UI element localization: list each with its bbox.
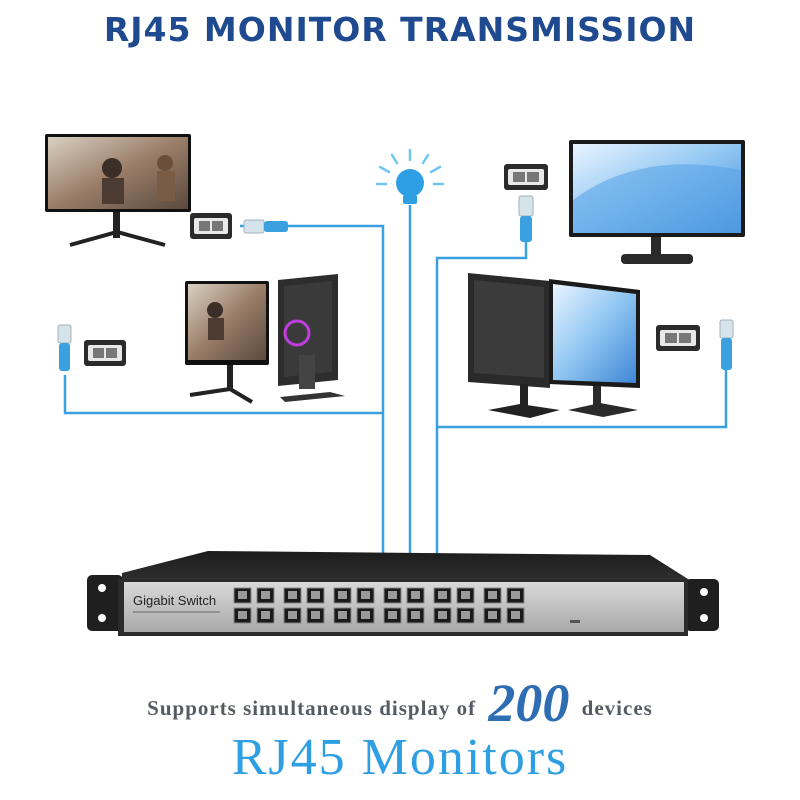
switch-port-contacts — [438, 591, 447, 599]
switch-port-contacts — [288, 611, 297, 619]
switch-port-contacts — [388, 611, 397, 619]
switch-port-contacts — [338, 591, 347, 599]
cable-mid-left — [63, 375, 383, 415]
switch-port-contacts — [488, 611, 497, 619]
switch-port-contacts — [238, 611, 247, 619]
switch-port-contacts — [388, 591, 397, 599]
switch-port-contacts — [511, 611, 520, 619]
rj45-plug-icon — [243, 219, 288, 234]
switch-port-contacts — [461, 591, 470, 599]
switch-port-contacts — [261, 611, 270, 619]
switch-port-contacts — [511, 591, 520, 599]
cable-top-right — [435, 240, 528, 555]
caption: Supports simultaneous display of 200 dev… — [0, 672, 800, 734]
light-bulb-icon — [375, 148, 445, 204]
switch-port-contacts — [311, 611, 320, 619]
switch-port-contacts — [488, 591, 497, 599]
monitor-icon — [569, 140, 745, 264]
cable-mid-right — [437, 370, 728, 429]
switch-port-contacts — [338, 611, 347, 619]
rj45-plug-icon — [719, 319, 734, 370]
switch-ports — [233, 587, 525, 624]
switch-port-contacts — [238, 591, 247, 599]
caption-number: 200 — [488, 673, 570, 733]
caption-before: Supports simultaneous display of — [147, 696, 477, 720]
switch-port-contacts — [261, 591, 270, 599]
switch-port-contacts — [411, 591, 420, 599]
footer-title: RJ45 Monitors — [231, 729, 569, 786]
monitor-icon — [468, 273, 560, 418]
monitor-icon — [278, 274, 345, 402]
switch-port-contacts — [411, 611, 420, 619]
switch-port-contacts — [361, 591, 370, 599]
switch-port-contacts — [288, 591, 297, 599]
rj45-coupler-icon — [84, 340, 126, 366]
monitor-icon — [45, 134, 191, 247]
monitor-icon — [549, 279, 640, 417]
rj45-plug-icon — [518, 195, 534, 242]
switch-port-contacts — [311, 591, 320, 599]
rj45-plug-icon — [57, 324, 72, 371]
rj45-coupler-icon — [190, 213, 232, 239]
caption-after: devices — [581, 696, 653, 720]
page-title: RJ45 MONITOR TRANSMISSION — [103, 10, 697, 49]
rj45-coupler-icon — [656, 325, 700, 351]
switch-port-contacts — [461, 611, 470, 619]
switch-port-contacts — [361, 611, 370, 619]
network-switch-icon: Gigabit Switch — [87, 551, 719, 636]
monitor-icon — [185, 281, 269, 404]
switch-label: Gigabit Switch — [133, 593, 216, 608]
rj45-coupler-icon — [504, 164, 548, 190]
cable-top-left — [240, 224, 385, 555]
switch-port-contacts — [438, 611, 447, 619]
